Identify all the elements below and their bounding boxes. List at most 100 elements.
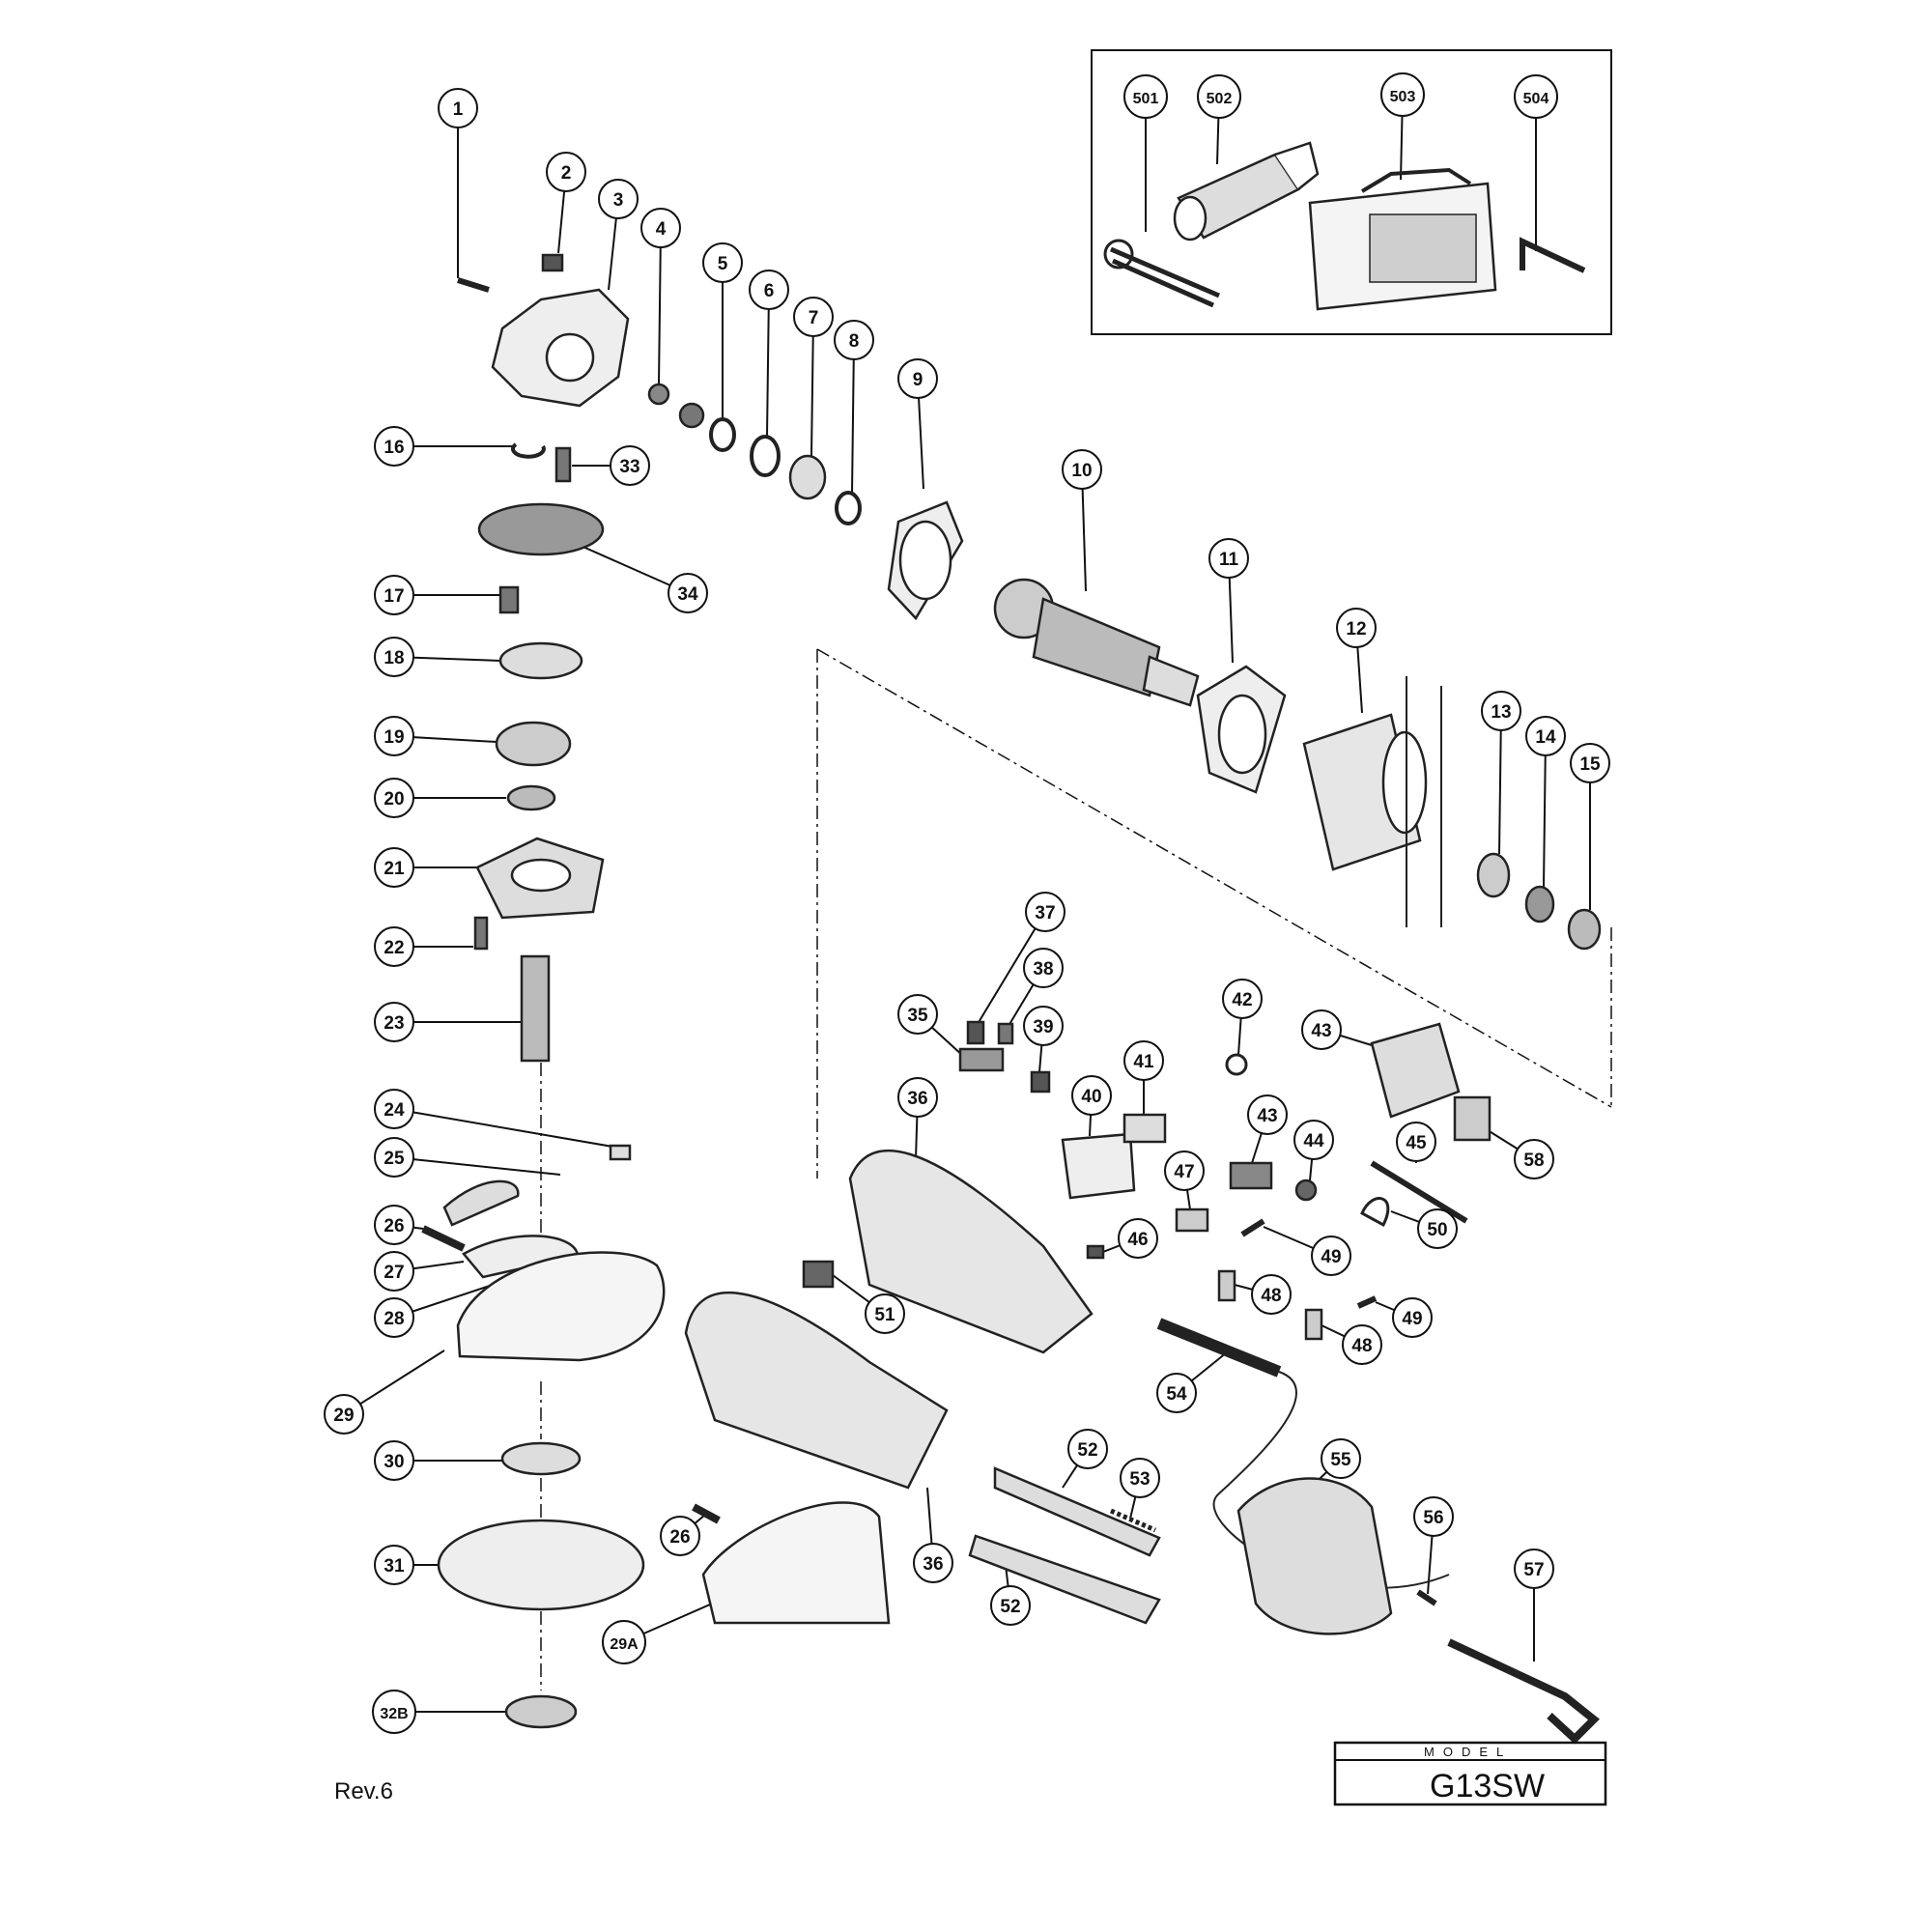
callout-circle-c29 <box>324 1394 364 1435</box>
callout-c19: 19 <box>374 716 414 756</box>
callout-label-c24: 24 <box>384 1100 405 1121</box>
callout-c43b: 43 <box>1247 1094 1288 1135</box>
washer-part-6 <box>750 435 781 477</box>
housing-part-36-upper <box>848 1149 1094 1354</box>
part-drawings <box>421 49 1612 1745</box>
callout-label-c42: 42 <box>1232 990 1252 1010</box>
callout-circle-c40 <box>1071 1075 1112 1116</box>
callout-c16: 16 <box>374 426 414 467</box>
callout-c4: 4 <box>640 208 681 248</box>
leader-line-c25 <box>393 1156 561 1176</box>
callout-label-c51: 51 <box>874 1305 895 1325</box>
callout-c25: 25 <box>374 1137 414 1178</box>
callout-label-c18: 18 <box>384 648 404 668</box>
lever-part-52a <box>993 1466 1161 1557</box>
callout-c21: 21 <box>374 847 414 888</box>
gear-cover-part-3 <box>491 288 630 408</box>
assembly-guide-4 <box>816 648 1612 1108</box>
callout-label-acc-503: 503 <box>1390 89 1416 105</box>
bolt-part-26b <box>692 1503 721 1524</box>
callout-c53: 53 <box>1120 1458 1160 1498</box>
callout-label-c56: 56 <box>1423 1508 1443 1528</box>
callout-label-c52b: 52 <box>1000 1597 1020 1617</box>
callout-label-c11: 11 <box>1219 550 1239 570</box>
wheel-guard-part-29 <box>456 1251 666 1362</box>
retaining-ring-part-16 <box>510 442 546 459</box>
callout-circle-c18 <box>374 637 414 677</box>
nut-part-2 <box>541 253 564 272</box>
callout-acc-502: 502 <box>1197 74 1241 119</box>
leader-line-c13 <box>1498 710 1502 855</box>
terminal-part-47 <box>1175 1208 1209 1233</box>
callout-circle-c49b <box>1392 1297 1433 1338</box>
callout-c27: 27 <box>374 1251 414 1292</box>
washer-part-18 <box>498 641 583 680</box>
spring-part-53 <box>1110 1508 1156 1533</box>
callout-label-c23: 23 <box>384 1013 404 1034</box>
callout-circle-c36a <box>897 1077 938 1118</box>
callout-c5: 5 <box>702 242 743 283</box>
callout-circle-c42 <box>1222 979 1263 1019</box>
cord-clip-part-48b <box>1304 1308 1323 1341</box>
callout-c10: 10 <box>1062 449 1102 490</box>
callout-circle-c27 <box>374 1251 414 1292</box>
connector-part-46 <box>1086 1244 1105 1260</box>
ball-bearing-part-7 <box>788 454 827 500</box>
pin-part-33 <box>554 446 572 483</box>
hex-key-part-504 <box>1520 237 1586 273</box>
callout-c39: 39 <box>1023 1006 1064 1046</box>
callout-circle-c43a <box>1301 1009 1342 1050</box>
gear-part-34 <box>477 502 605 556</box>
label-part-40 <box>1061 1132 1136 1200</box>
callout-circle-c14 <box>1525 716 1566 756</box>
callout-label-c43b: 43 <box>1257 1106 1277 1126</box>
callout-label-c52a: 52 <box>1077 1440 1097 1461</box>
model-number: G13SW <box>1430 1768 1545 1804</box>
callout-c41: 41 <box>1123 1040 1164 1081</box>
callout-label-c29A: 29A <box>610 1636 639 1653</box>
leader-line-c8 <box>851 339 855 496</box>
callout-label-c30: 30 <box>384 1452 404 1472</box>
screw-part-17 <box>498 585 520 614</box>
callout-circle-c48b <box>1342 1324 1382 1365</box>
screw-part-22 <box>473 916 489 951</box>
callout-label-c36a: 36 <box>907 1089 927 1109</box>
callout-label-c2: 2 <box>561 163 572 184</box>
callout-c13: 13 <box>1481 691 1521 731</box>
callout-circle-c7 <box>793 297 834 337</box>
callout-label-c46: 46 <box>1127 1230 1148 1250</box>
callout-label-c57: 57 <box>1523 1560 1544 1580</box>
callout-circle-c26 <box>374 1205 414 1245</box>
callout-circle-c54 <box>1156 1373 1197 1413</box>
callout-label-c9: 9 <box>913 370 923 390</box>
cord-armor-part-45 <box>1370 1160 1468 1224</box>
cord-plug-part-57 <box>1447 1638 1600 1745</box>
callout-circle-c53 <box>1120 1458 1160 1498</box>
housing-part-36-lower <box>684 1292 949 1490</box>
rubber-bushing-part-15 <box>1567 908 1602 951</box>
screw-part-1 <box>457 277 490 293</box>
callout-circle-acc-502 <box>1197 74 1241 119</box>
tail-cover-part-55 <box>1236 1477 1393 1635</box>
callout-circle-c48a <box>1251 1274 1292 1315</box>
terminal-part-42 <box>1225 1053 1248 1076</box>
callout-circle-c34 <box>668 573 708 613</box>
stator-part-12 <box>1302 676 1442 927</box>
band-part-25 <box>442 1179 520 1227</box>
callout-label-c6: 6 <box>764 281 775 301</box>
callout-circle-c29A <box>602 1620 646 1664</box>
packing-gland-part-21 <box>475 837 605 920</box>
callout-c9: 9 <box>897 358 938 399</box>
callout-label-c29: 29 <box>333 1406 354 1426</box>
callout-circle-c50 <box>1417 1208 1458 1249</box>
model-box <box>1333 1741 1607 1806</box>
callout-label-c33: 33 <box>619 457 639 477</box>
callout-c58: 58 <box>1514 1139 1554 1179</box>
leader-line-c7 <box>810 316 814 457</box>
callout-circle-c37 <box>1025 892 1065 932</box>
callout-c37: 37 <box>1025 892 1065 932</box>
callout-c55: 55 <box>1321 1438 1361 1479</box>
callout-layer: 1234567891011121314151633341718192021222… <box>324 72 1610 1734</box>
callout-circle-c12 <box>1336 608 1377 648</box>
